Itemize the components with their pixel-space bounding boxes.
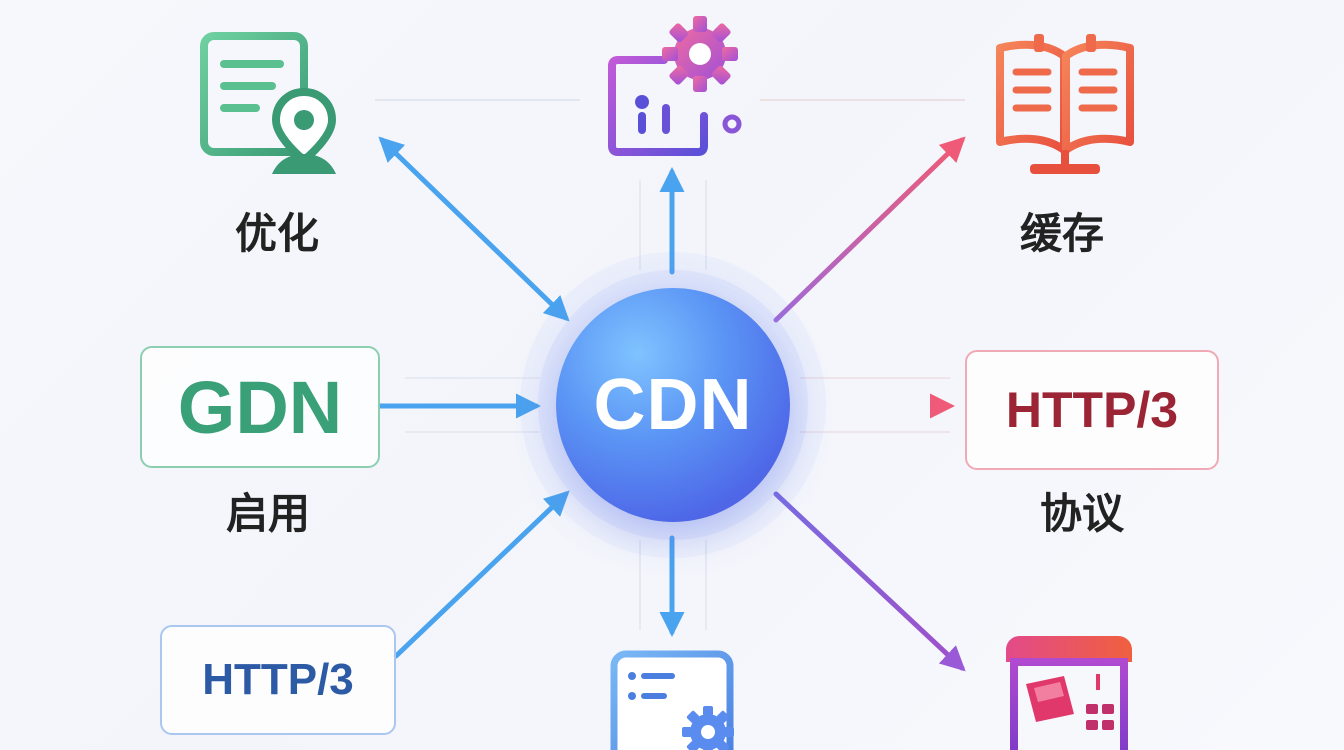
storefront-icon [1006, 636, 1132, 750]
gdn-box: GDN [140, 346, 380, 468]
caption-optimize: 优化 [234, 209, 319, 258]
chart-gear-icon [608, 16, 742, 156]
arrow-cdn-cache [773, 136, 966, 323]
arrow-cdn-store [773, 491, 966, 672]
caption-protocol: 协议 [1039, 489, 1124, 538]
http3-protocol-label: HTTP/3 [1005, 382, 1179, 438]
arrow-http3-cdn [393, 490, 570, 659]
cdn-hub: CDN [556, 288, 790, 522]
settings-card-icon [610, 650, 734, 750]
caption-cache: 缓存 [1019, 209, 1104, 258]
document-location-icon [200, 32, 337, 174]
arrow-optimize-cdn [378, 136, 570, 322]
http3-protocol-box: HTTP/3 [965, 350, 1219, 470]
http3-source-label: HTTP/3 [202, 655, 354, 704]
caption-enable: 启用 [225, 489, 310, 538]
open-book-icon [996, 34, 1134, 174]
hub-label: CDN [593, 365, 753, 445]
gdn-label: GDN [177, 365, 343, 449]
http3-source-box: HTTP/3 [160, 625, 396, 735]
